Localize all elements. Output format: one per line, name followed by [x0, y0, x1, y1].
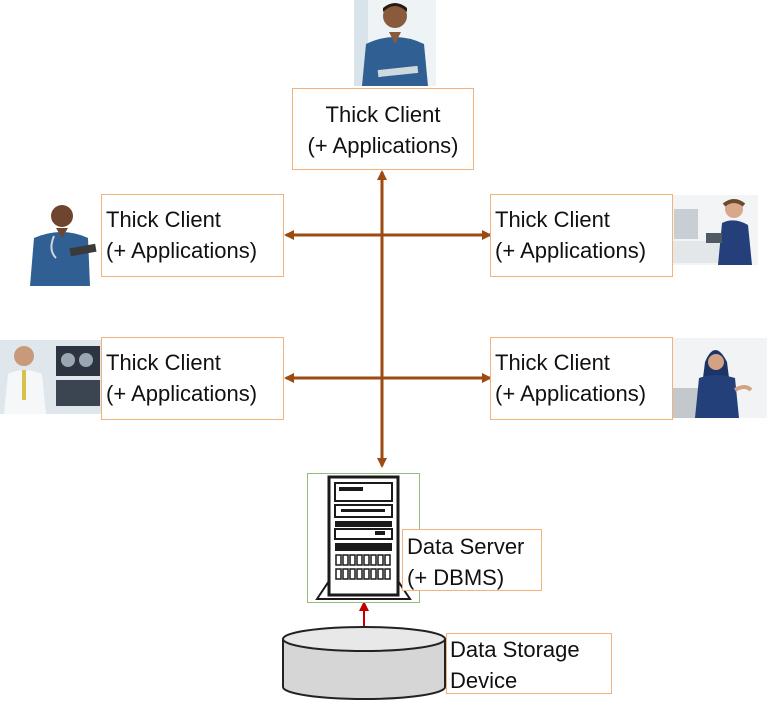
nurse-with-tablet-photo [354, 0, 436, 86]
thick-client-sublabel: (+ Applications) [106, 381, 258, 406]
thick-client-label: Thick Client [495, 207, 610, 232]
data-server-sublabel: (+ DBMS) [407, 565, 505, 590]
thick-client-sublabel: (+ Applications) [106, 238, 258, 263]
thick-client-lower-right: Thick Client (+ Applications) [490, 337, 673, 420]
thick-client-middle-left: Thick Client (+ Applications) [101, 194, 284, 277]
thick-client-middle-right: Thick Client (+ Applications) [490, 194, 673, 277]
data-server-label-box: Data Server (+ DBMS) [402, 529, 542, 591]
database-cylinder-icon [282, 626, 446, 700]
thick-client-top: Thick Client (+ Applications) [292, 88, 474, 170]
receptionist-with-headset-photo [672, 195, 758, 265]
thick-client-label: Thick Client [106, 207, 221, 232]
thick-client-sublabel: (+ Applications) [495, 381, 647, 406]
thick-client-sublabel: (+ Applications) [495, 238, 647, 263]
data-storage-label: Data Storage [450, 637, 580, 662]
doctor-with-tablet-photo [26, 200, 102, 286]
thick-client-label: Thick Client [106, 350, 221, 375]
data-server-label: Data Server [407, 534, 525, 559]
server-tower-icon [307, 473, 420, 603]
thick-client-lower-left: Thick Client (+ Applications) [101, 337, 284, 420]
woman-in-hijab-photo [673, 338, 767, 418]
radiologist-photo [0, 340, 102, 414]
thick-client-sublabel: (+ Applications) [307, 133, 459, 158]
thick-client-label: Thick Client [325, 102, 441, 127]
data-storage-label-box: Data Storage Device [446, 633, 612, 694]
data-storage-sublabel: Device [450, 668, 518, 693]
thick-client-label: Thick Client [495, 350, 610, 375]
